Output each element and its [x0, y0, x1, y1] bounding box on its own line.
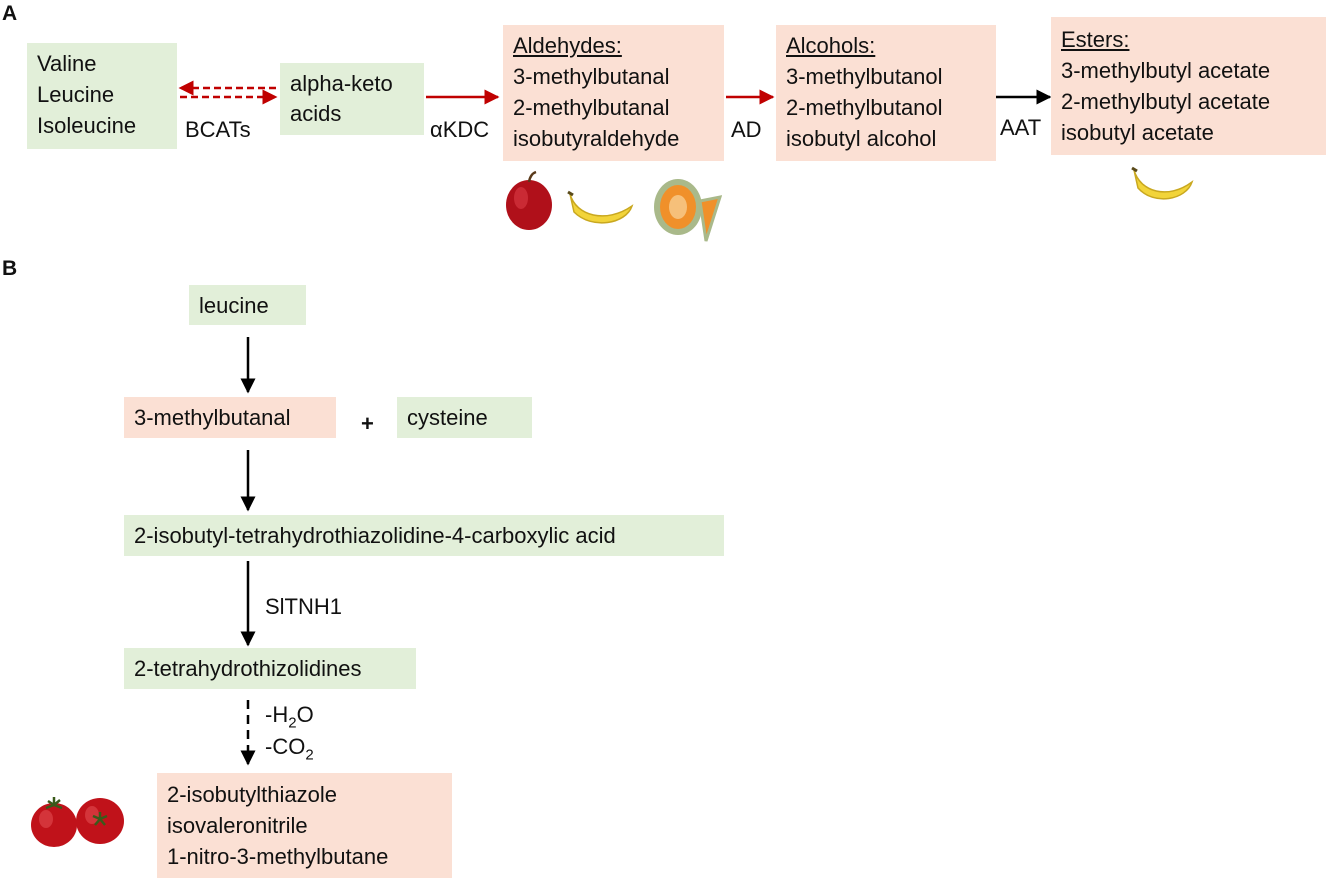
cysteine-box: cysteine	[397, 397, 532, 438]
aldehydes-box: Aldehydes: 3-methylbutanal 2-methylbutan…	[503, 25, 724, 161]
melon-icon	[654, 179, 722, 242]
cysteine-text: cysteine	[407, 405, 488, 430]
carboxylic-acid-text: 2-isobutyl-tetrahydrothiazolidine-4-carb…	[134, 523, 616, 548]
amino-acid-name: Leucine	[37, 82, 115, 107]
products-box: 2-isobutylthiazole isovaleronitrile 1-ni…	[157, 773, 452, 878]
leucine-box: leucine	[189, 285, 306, 325]
keto-acid-line: acids	[290, 101, 342, 126]
esters-heading: Esters:	[1061, 27, 1130, 52]
ester-name: 3-methylbutyl acetate	[1061, 58, 1271, 83]
sltnh1-label: SlTNH1	[265, 594, 343, 619]
ester-name: 2-methylbutyl acetate	[1061, 89, 1271, 114]
water-suffix: O	[296, 702, 314, 727]
aat-label: AAT	[1000, 115, 1042, 140]
amino-acids-box: Valine Leucine Isoleucine	[27, 43, 177, 149]
amino-acid-name: Isoleucine	[37, 113, 137, 138]
alcohol-name: 3-methylbutanol	[786, 64, 943, 89]
thizolidines-text: 2-tetrahydrothizolidines	[134, 656, 362, 681]
aldehydes-heading: Aldehydes:	[513, 33, 622, 58]
amino-acid-name: Valine	[37, 51, 97, 76]
water-prefix: -H	[265, 702, 289, 727]
methylbutanal-box: 3-methylbutanal	[124, 397, 336, 438]
keto-acid-line: alpha-keto	[290, 71, 393, 96]
plus-sign: +	[361, 411, 374, 436]
keto-acids-box: alpha-keto acids	[280, 63, 424, 135]
co2-loss-label: -CO2	[265, 734, 314, 768]
leucine-text: leucine	[199, 293, 269, 318]
product-name: 2-isobutylthiazole	[167, 782, 337, 807]
product-name: 1-nitro-3-methylbutane	[167, 844, 389, 869]
methylbutanal-text: 3-methylbutanal	[134, 405, 291, 430]
bcats-label: BCATs	[185, 117, 251, 142]
thizolidines-box: 2-tetrahydrothizolidines	[124, 648, 416, 689]
ester-name: isobutyl acetate	[1061, 120, 1214, 145]
panel-b-label: B	[2, 257, 18, 280]
aldehyde-name: 3-methylbutanal	[513, 64, 670, 89]
alcohol-name: 2-methylbutanol	[786, 95, 943, 120]
banana-icon	[1131, 166, 1194, 200]
co2-subscript: 2	[305, 746, 314, 764]
panel-a-label: A	[2, 2, 18, 25]
esters-box: Esters: 3-methylbutyl acetate 2-methylbu…	[1051, 17, 1326, 155]
aldehyde-name: isobutyraldehyde	[513, 126, 680, 151]
alcohol-name: isobutyl alcohol	[786, 126, 937, 151]
apple-icon	[506, 170, 552, 230]
banana-icon	[567, 190, 634, 224]
alcohols-heading: Alcohols:	[786, 33, 876, 58]
akdc-label: αKDC	[430, 117, 490, 142]
ad-label: AD	[731, 117, 762, 142]
carboxylic-acid-box: 2-isobutyl-tetrahydrothiazolidine-4-carb…	[124, 515, 724, 556]
aldehyde-name: 2-methylbutanal	[513, 95, 670, 120]
tomato-icon	[31, 797, 124, 847]
water-loss-label: -H2O	[265, 702, 314, 736]
product-name: isovaleronitrile	[167, 813, 308, 838]
water-subscript: 2	[288, 714, 297, 732]
co2-prefix: -CO	[265, 734, 306, 759]
alcohols-box: Alcohols: 3-methylbutanol 2-methylbutano…	[776, 25, 996, 161]
